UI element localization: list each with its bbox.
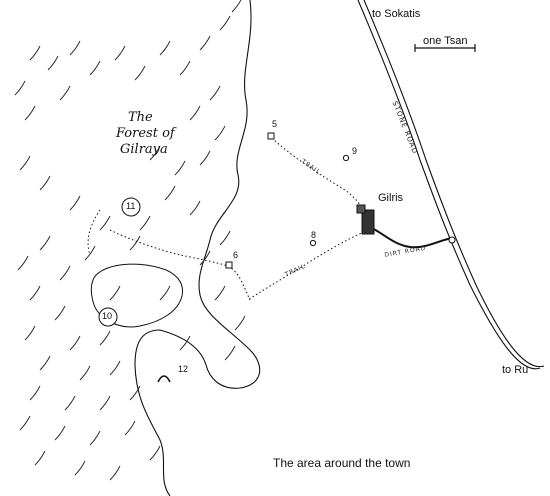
forest-label-line3: Gilraya	[120, 142, 168, 157]
dirt-road	[371, 227, 453, 249]
site-6-label: 6	[233, 250, 239, 260]
forest-hatching	[14, 0, 246, 481]
road-south-label: to Ru	[502, 364, 529, 376]
trail-west	[109, 229, 251, 301]
forest-lobe	[90, 263, 184, 328]
site-9-label: 9	[352, 146, 358, 156]
town-icon	[356, 204, 375, 235]
trail-lower	[247, 229, 369, 301]
site-8-label: 8	[311, 230, 317, 240]
site-10-label: 10	[102, 311, 113, 321]
scale-label: one Tsan	[423, 35, 468, 47]
road-north-label: to Sokatis	[372, 8, 421, 20]
scale-bar	[414, 44, 476, 52]
town-label: Gilris	[378, 192, 404, 204]
forest-edge	[134, 0, 261, 496]
forest-label-line2: Forest of	[116, 126, 175, 141]
site-circle-icon	[342, 154, 350, 162]
map-caption: The area around the town	[273, 456, 411, 470]
site-11-label: 11	[126, 201, 136, 211]
site-square-icon	[267, 132, 275, 140]
stone-road	[357, 0, 541, 370]
trail-branch	[87, 209, 101, 256]
site-12-label: 12	[178, 364, 189, 374]
forest-label-line1: The	[128, 110, 153, 125]
site-5-label: 5	[272, 119, 278, 129]
